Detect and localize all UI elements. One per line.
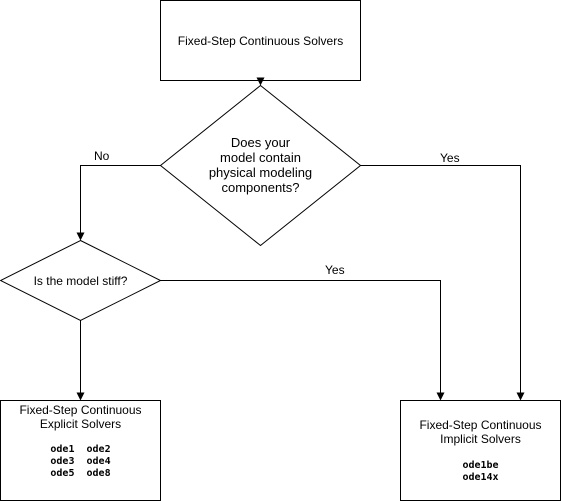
implicit-solvers-label: Fixed-Step Continuous Implicit Solvers o…: [401, 418, 560, 488]
explicit-solver-row-2: ode3 ode4: [50, 456, 111, 467]
implicit-line-2: Implicit Solvers: [440, 432, 521, 446]
start-label: Fixed-Step Continuous Solvers: [161, 1, 360, 80]
start-label-text: Fixed-Step Continuous Solvers: [177, 33, 344, 48]
edge-stiff-yes: [160, 280, 445, 401]
explicit-solver-row-1: ode1 ode2: [50, 444, 111, 455]
stiff-decision-label: Is the model stiff?: [2, 272, 159, 290]
physical-decision-diamond: [159, 84, 362, 247]
physical-decision-label: Does your model contain physical modelin…: [190, 125, 331, 205]
edge-label-stiff-yes: Yes: [325, 263, 345, 277]
explicit-line-1: Fixed-Step Continuous: [19, 403, 142, 417]
physical-line-1: Does your: [230, 135, 291, 150]
physical-line-3: physical modeling: [208, 165, 313, 180]
implicit-solver-row-1: ode1be: [462, 460, 499, 471]
physical-line-4: components?: [221, 180, 300, 195]
edge-physical-yes: [360, 165, 525, 401]
start-box: [160, 0, 361, 81]
edge-physical-no: [76, 165, 161, 241]
implicit-solver-row-2: ode14x: [462, 472, 499, 483]
physical-line-2: model contain: [220, 150, 301, 165]
implicit-line-1: Fixed-Step Continuous: [419, 418, 542, 432]
explicit-solvers-label: Fixed-Step Continuous Explicit Solvers o…: [1, 403, 160, 487]
edge-label-physical-yes: Yes: [440, 151, 460, 165]
explicit-solver-row-3: ode5 ode8: [50, 468, 111, 479]
explicit-line-2: Explicit Solvers: [39, 417, 122, 431]
edge-label-physical-no: No: [94, 149, 110, 163]
stiff-label-text: Is the model stiff?: [33, 274, 128, 288]
